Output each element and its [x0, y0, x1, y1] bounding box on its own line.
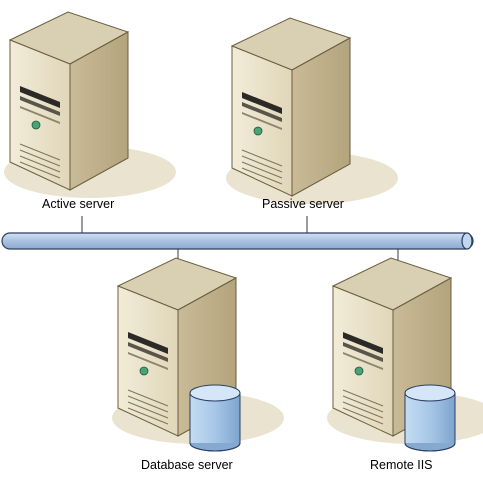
server-database: [112, 257, 284, 452]
power-led: [31, 120, 41, 130]
cylinder-bottom-edge: [189, 442, 241, 452]
vent-line: [342, 395, 384, 413]
server-passive: [226, 17, 398, 204]
drive-bay-1: [20, 86, 60, 108]
vent-line: [342, 401, 384, 419]
server-remote: [327, 257, 483, 452]
drive-bay-3: [128, 352, 168, 370]
label-passive-server: Passive server: [262, 197, 344, 211]
drive-bay-1: [128, 332, 168, 354]
cylinder-top: [189, 384, 241, 402]
drive-bay-2: [20, 96, 60, 116]
power-led: [139, 366, 149, 376]
vent-line: [241, 149, 283, 167]
network-bus: [1, 232, 474, 250]
database-cylinder-icon: [404, 384, 456, 452]
database-cylinder-icon: [189, 384, 241, 452]
bus-end-cap: [461, 232, 473, 250]
power-led: [253, 126, 263, 136]
drive-bay-2: [343, 342, 383, 362]
tower-side: [69, 31, 129, 191]
vent-line: [19, 161, 61, 179]
power-led: [354, 366, 364, 376]
vent-line: [127, 407, 169, 425]
drive-bay-3: [20, 106, 60, 124]
drive-bay-2: [128, 342, 168, 362]
drive-bay-2: [242, 102, 282, 122]
vent-line: [241, 161, 283, 179]
vent-line: [241, 167, 283, 185]
vent-line: [127, 389, 169, 407]
vent-line: [342, 389, 384, 407]
drive-bay-3: [242, 112, 282, 130]
drive-bay-3: [343, 352, 383, 370]
vent-line: [19, 143, 61, 161]
label-active-server: Active server: [42, 197, 115, 211]
vent-line: [241, 155, 283, 173]
vent-line: [342, 407, 384, 425]
vent-line: [127, 401, 169, 419]
label-database-server: Database server: [141, 458, 233, 472]
server-active: [4, 11, 176, 198]
cylinder-top: [404, 384, 456, 402]
server-group: [4, 11, 483, 452]
bus-pipe: [1, 232, 474, 250]
vent-line: [19, 149, 61, 167]
cylinder-bottom-edge: [404, 442, 456, 452]
label-remote-iis: Remote IIS: [370, 458, 433, 472]
vent-line: [19, 155, 61, 173]
vent-line: [127, 395, 169, 413]
tower-side: [291, 37, 351, 197]
drive-bay-1: [242, 92, 282, 114]
drive-bay-1: [343, 332, 383, 354]
